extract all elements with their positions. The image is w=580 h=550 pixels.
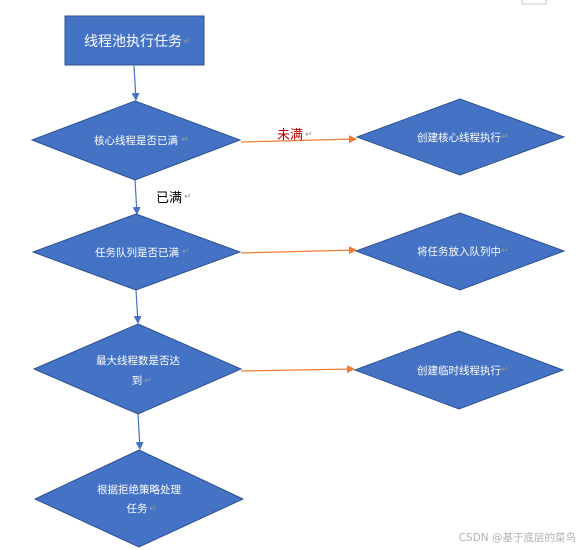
decision-max-threads-reached: 最大线程数是否达 到 ↵ bbox=[32, 323, 243, 415]
decision-text: 核心线程是否已满 bbox=[94, 134, 178, 147]
action-enqueue-task: 将任务放入队列中 ↵ bbox=[354, 212, 566, 291]
paragraph-mark-icon: ↵ bbox=[144, 376, 152, 386]
edge-label-full: 已满 bbox=[156, 191, 182, 206]
arrow-title-to-decision-1 bbox=[131, 65, 140, 101]
decision-core-threads-full: 核心线程是否已满 ↵ bbox=[30, 100, 242, 181]
paragraph-mark-icon: ↵ bbox=[149, 504, 157, 514]
decision-diamond bbox=[32, 323, 243, 415]
action-diamond bbox=[355, 98, 566, 176]
paragraph-mark-icon: ↵ bbox=[305, 130, 313, 140]
paragraph-mark-icon: ↵ bbox=[181, 135, 189, 145]
decision-rejection-policy: 根据拒绝策略处理 任务 ↵ bbox=[33, 449, 245, 548]
title-box-shape bbox=[64, 15, 205, 66]
decision-text-line-1: 根据拒绝策略处理 bbox=[97, 483, 181, 496]
arrow-decision-3-to-decision-4 bbox=[135, 413, 144, 450]
arrow-decision-3-to-action-3 bbox=[240, 365, 355, 374]
action-create-core-thread: 创建核心线程执行 ↵ bbox=[355, 98, 566, 176]
watermark: CSDN @基于底层的菜鸟 bbox=[459, 531, 576, 544]
arrow-decision-2-to-decision-3 bbox=[133, 289, 142, 324]
paragraph-mark-icon: ↵ bbox=[501, 246, 509, 256]
action-diamond bbox=[354, 212, 566, 291]
decision-diamond bbox=[33, 449, 245, 548]
action-text: 创建核心线程执行 bbox=[417, 131, 501, 144]
decision-task-queue-full: 任务队列是否已满 ↵ bbox=[31, 213, 242, 291]
page-corner-mark bbox=[521, 0, 547, 5]
decision-text-line-2: 到 bbox=[132, 375, 143, 387]
decision-diamond bbox=[30, 100, 242, 181]
paragraph-mark-icon: ↵ bbox=[182, 247, 190, 257]
decision-text-line-2: 任务 bbox=[127, 502, 148, 515]
title-box-text: 线程池执行任务 bbox=[84, 34, 182, 50]
paragraph-mark-icon: ↵ bbox=[183, 37, 191, 47]
arrow-decision-1-to-decision-2 bbox=[132, 179, 141, 215]
paragraph-mark-icon: ↵ bbox=[184, 192, 192, 202]
arrow-decision-1-to-action-1 bbox=[240, 135, 357, 144]
edge-label-not-full: 未满 bbox=[277, 128, 303, 143]
action-diamond bbox=[353, 330, 565, 410]
decision-diamond bbox=[31, 213, 242, 291]
arrow-decision-2-to-action-2 bbox=[240, 246, 357, 255]
paragraph-mark-icon: ↵ bbox=[501, 365, 509, 375]
action-create-temp-thread: 创建临时线程执行 ↵ bbox=[353, 330, 565, 410]
action-text: 将任务放入队列中 bbox=[417, 245, 501, 258]
paragraph-mark-icon: ↵ bbox=[501, 132, 509, 142]
decision-text-line-1: 最大线程数是否达 bbox=[96, 354, 180, 367]
title-box: 线程池执行任务 ↵ bbox=[64, 15, 205, 66]
action-text: 创建临时线程执行 bbox=[417, 364, 501, 377]
decision-text: 任务队列是否已满 bbox=[95, 246, 179, 259]
